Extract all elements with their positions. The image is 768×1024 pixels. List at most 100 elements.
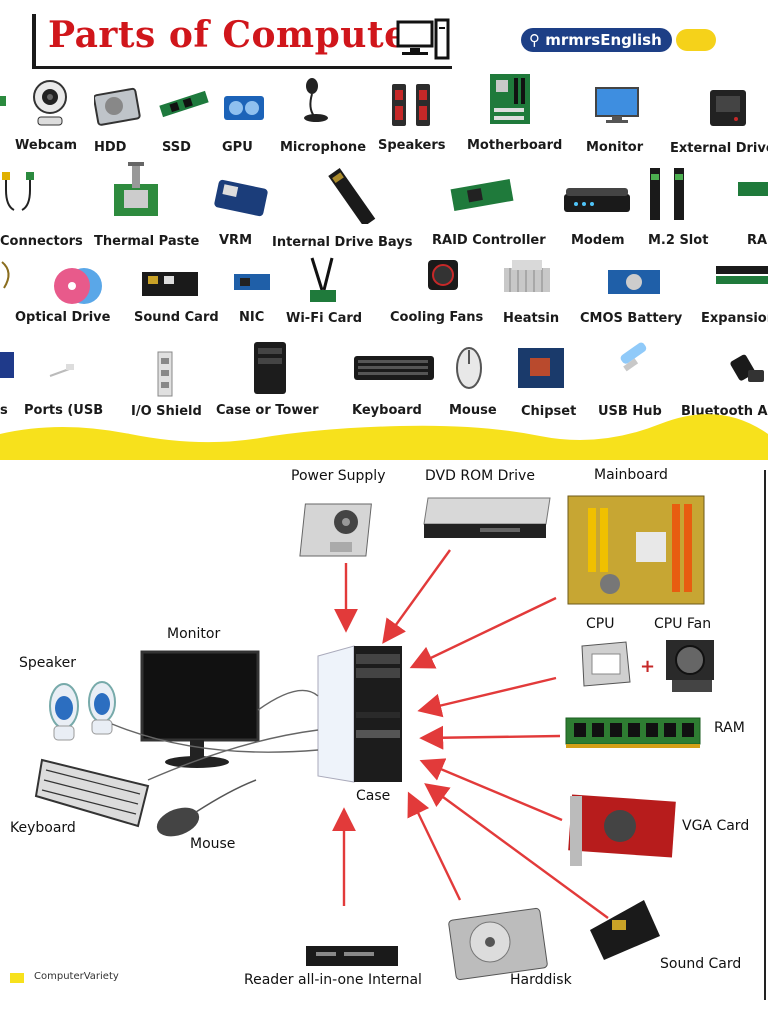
yellow-wave <box>0 414 768 460</box>
speaker-icon <box>49 681 116 741</box>
internal-drive-bay-icon <box>328 167 376 224</box>
keyboard-icon <box>354 356 434 380</box>
part-label: CMOS Battery <box>580 311 683 326</box>
part-label: Heatsin <box>503 311 560 326</box>
title-frame <box>32 14 452 69</box>
monitor-icon <box>595 87 639 123</box>
label-reader: Reader all-in-one Internal <box>244 972 422 988</box>
cooling-fan-icon <box>428 260 458 290</box>
external-drive-icon <box>710 90 746 126</box>
part-label: RA <box>747 233 768 248</box>
case-icon <box>317 645 402 783</box>
label-power-supply: Power Supply <box>291 468 386 484</box>
wifi-card-icon <box>310 257 336 302</box>
heatsink-icon <box>504 260 550 292</box>
gpu-icon <box>224 96 264 120</box>
label-case: Case <box>356 788 391 804</box>
usb-hub-icon <box>620 342 647 372</box>
ssd-icon <box>159 90 209 118</box>
credit-logo-icon <box>10 973 24 983</box>
brand-pill <box>676 29 716 51</box>
parts-poster: Parts of Computer ⚲ mrmrsEnglish <box>0 0 768 460</box>
part-label: Microphone <box>280 140 367 155</box>
webcam-icon <box>33 80 67 126</box>
part-label: s <box>0 403 8 418</box>
part-label: Connectors <box>0 234 83 249</box>
card-reader-icon <box>306 946 398 966</box>
part-label: Ports (USB <box>24 403 104 418</box>
speakers-icon <box>392 84 430 126</box>
vrm-icon <box>214 179 268 217</box>
computer-diagram: Power Supply DVD ROM Drive Mainboard CPU… <box>0 460 768 1024</box>
monitor-display-icon <box>140 650 260 768</box>
label-monitor: Monitor <box>167 626 221 642</box>
label-cpu-fan: CPU Fan <box>654 616 712 632</box>
part-label: Wi-Fi Card <box>286 311 363 326</box>
ram-module-icon <box>565 717 701 748</box>
part-label: Chipset <box>521 404 577 419</box>
sound-card-pci-icon <box>590 900 660 960</box>
part-label: Modem <box>571 233 625 248</box>
sound-card-icon <box>142 272 198 296</box>
label-speaker: Speaker <box>19 655 76 671</box>
part-label: Case or Tower <box>216 403 319 418</box>
modem-icon <box>564 188 630 212</box>
microphone-icon <box>304 78 328 122</box>
label-mouse: Mouse <box>190 836 236 852</box>
hdd-icon <box>94 87 141 126</box>
part-label: Monitor <box>586 140 644 155</box>
case-tower-icon <box>254 342 286 394</box>
part-label: Internal Drive Bays <box>272 235 413 250</box>
cut-icon <box>0 96 6 106</box>
chipset-icon <box>518 348 564 388</box>
part-label: NIC <box>239 310 265 325</box>
part-label: GPU <box>222 140 253 155</box>
label-keyboard: Keyboard <box>10 820 76 836</box>
nic-icon <box>234 274 270 290</box>
cpu-fan-icon <box>666 640 714 692</box>
part-label: Motherboard <box>467 138 563 153</box>
harddisk-icon <box>448 907 548 981</box>
power-supply-icon <box>299 503 372 557</box>
part-label: Expansion <box>701 311 768 326</box>
plus-sign: + <box>640 656 656 677</box>
poster-title: Parts of Computer <box>48 14 427 56</box>
label-ram: RAM <box>714 720 745 736</box>
part-label: USB Hub <box>598 404 662 419</box>
part-label: Speakers <box>378 138 446 153</box>
part-label: Mouse <box>449 403 497 418</box>
part-label: Webcam <box>15 138 78 153</box>
computer-icon <box>396 18 450 60</box>
part-label: I/O Shield <box>131 404 202 419</box>
mouse-icon <box>456 347 482 389</box>
m2-slot-icon <box>650 168 684 220</box>
brand-badge: ⚲ mrmrsEnglish <box>521 28 672 52</box>
raid-controller-icon <box>450 178 514 212</box>
label-harddisk: Harddisk <box>510 972 572 988</box>
part-label: SSD <box>162 140 191 155</box>
label-vga-card: VGA Card <box>682 818 750 834</box>
connectors-icon <box>2 172 34 211</box>
diagram-art <box>34 470 766 1000</box>
usb-port-icon <box>49 364 74 377</box>
cmos-battery-icon <box>608 270 660 294</box>
part-label: Sound Card <box>134 310 219 325</box>
expansion-icon <box>716 266 768 284</box>
label-dvd-rom: DVD ROM Drive <box>425 468 535 484</box>
thermal-paste-icon <box>114 162 158 216</box>
cable-icon <box>1 261 10 289</box>
credit-text: ComputerVariety <box>34 971 119 982</box>
part-label: Keyboard <box>352 403 422 418</box>
label-mainboard: Mainboard <box>594 467 668 483</box>
vga-card-icon <box>568 794 676 866</box>
part-label: RAID Controller <box>432 233 546 248</box>
keyboard-peripheral-icon <box>34 758 150 828</box>
part-label: Optical Drive <box>15 310 111 325</box>
cpu-icon <box>581 641 631 687</box>
label-cpu: CPU <box>586 616 615 632</box>
label-sound-card: Sound Card <box>660 956 742 972</box>
part-label: Thermal Paste <box>94 234 200 249</box>
part-label: HDD <box>94 140 127 155</box>
part-label: VRM <box>219 233 253 248</box>
bluetooth-adapter-icon <box>730 354 764 382</box>
